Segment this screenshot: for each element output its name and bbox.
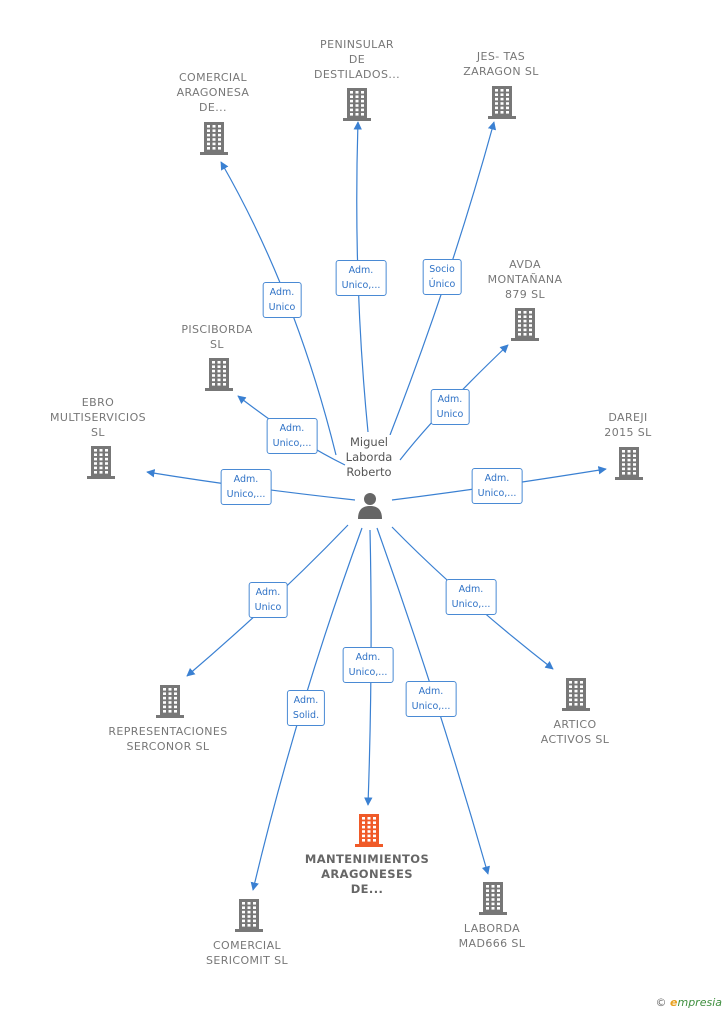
building-icon[interactable] xyxy=(204,357,234,391)
company-node-dareji[interactable]: DAREJI 2015 SL xyxy=(604,410,651,440)
edge-role-label[interactable]: Adm. Unico,... xyxy=(471,468,523,504)
person-name[interactable]: Miguel Laborda Roberto xyxy=(345,435,393,480)
company-node-laborda-mad666[interactable]: LABORDA MAD666 SL xyxy=(459,921,526,951)
building-icon[interactable] xyxy=(155,684,185,718)
company-name[interactable]: ARTICO ACTIVOS SL xyxy=(540,718,610,746)
company-name[interactable]: EBRO MULTISERVICIOS SL xyxy=(49,396,147,439)
edge-role-label[interactable]: Adm. Solid. xyxy=(286,690,326,726)
company-name[interactable]: MANTENIMIENTOS ARAGONESES DE... xyxy=(304,852,430,896)
edge-role-label[interactable]: Adm. Unico xyxy=(430,389,470,425)
building-icon[interactable] xyxy=(199,121,229,155)
building-icon[interactable] xyxy=(342,87,372,121)
edge-role-label[interactable]: Adm. Unico,... xyxy=(220,469,272,505)
company-node-representaciones-serconor[interactable]: REPRESENTACIONES SERCONOR SL xyxy=(108,724,227,754)
building-icon[interactable] xyxy=(86,445,116,479)
edge-role-label[interactable]: Adm. Unico xyxy=(262,282,302,318)
building-icon[interactable] xyxy=(354,813,384,847)
building-icon[interactable] xyxy=(478,881,508,915)
company-node-artico-activos[interactable]: ARTICO ACTIVOS SL xyxy=(541,717,610,747)
copyright-symbol: © xyxy=(655,996,667,1009)
company-name[interactable]: LABORDA MAD666 SL xyxy=(458,922,526,950)
edge-role-label[interactable]: Socio Único xyxy=(422,259,462,295)
edge-role-label[interactable]: Adm. Unico,... xyxy=(405,681,457,717)
company-name[interactable]: DAREJI 2015 SL xyxy=(604,411,652,439)
footer-brand: © empresia xyxy=(656,996,722,1009)
building-icon[interactable] xyxy=(614,446,644,480)
edge-role-label[interactable]: Adm. Unico xyxy=(248,582,288,618)
person-icon[interactable] xyxy=(356,491,384,519)
company-node-comercial-aragonesa[interactable]: COMERCIAL ARAGONESA DE... xyxy=(177,70,250,115)
company-node-mantenimientos-aragoneses[interactable]: MANTENIMIENTOS ARAGONESES DE... xyxy=(305,852,429,897)
company-name[interactable]: AVDA MONTAÑANA 879 SL xyxy=(487,258,563,301)
company-name[interactable]: COMERCIAL SERICOMIT SL xyxy=(205,939,289,967)
company-name[interactable]: PISCIBORDA SL xyxy=(181,323,253,351)
company-name[interactable]: COMERCIAL ARAGONESA DE... xyxy=(176,71,250,114)
company-node-comercial-sericomit[interactable]: COMERCIAL SERICOMIT SL xyxy=(206,938,288,968)
edge-role-label[interactable]: Adm. Unico,... xyxy=(445,579,497,615)
building-icon[interactable] xyxy=(487,85,517,119)
edge-role-label[interactable]: Adm. Unico,... xyxy=(335,260,387,296)
company-name[interactable]: REPRESENTACIONES SERCONOR SL xyxy=(108,725,228,753)
company-node-pisciborda[interactable]: PISCIBORDA SL xyxy=(181,322,252,352)
building-icon[interactable] xyxy=(510,307,540,341)
brand-logo-initial: e xyxy=(670,996,678,1009)
company-node-ebro-multiservicios[interactable]: EBRO MULTISERVICIOS SL xyxy=(50,395,146,440)
building-icon[interactable] xyxy=(561,677,591,711)
brand-logo-text: mpresia xyxy=(677,996,722,1009)
building-icon[interactable] xyxy=(234,898,264,932)
edge-role-label[interactable]: Adm. Unico,... xyxy=(266,418,318,454)
company-name[interactable]: PENINSULAR DE DESTILADOS... xyxy=(313,38,401,81)
company-node-peninsular-destilados[interactable]: PENINSULAR DE DESTILADOS... xyxy=(314,37,400,82)
company-node-avda-montanana[interactable]: AVDA MONTAÑANA 879 SL xyxy=(488,257,563,302)
company-name[interactable]: JES- TAS ZARAGON SL xyxy=(463,50,539,78)
edge-role-label[interactable]: Adm. Unico,... xyxy=(342,647,394,683)
company-node-jes-tas-zaragon[interactable]: JES- TAS ZARAGON SL xyxy=(463,49,539,79)
